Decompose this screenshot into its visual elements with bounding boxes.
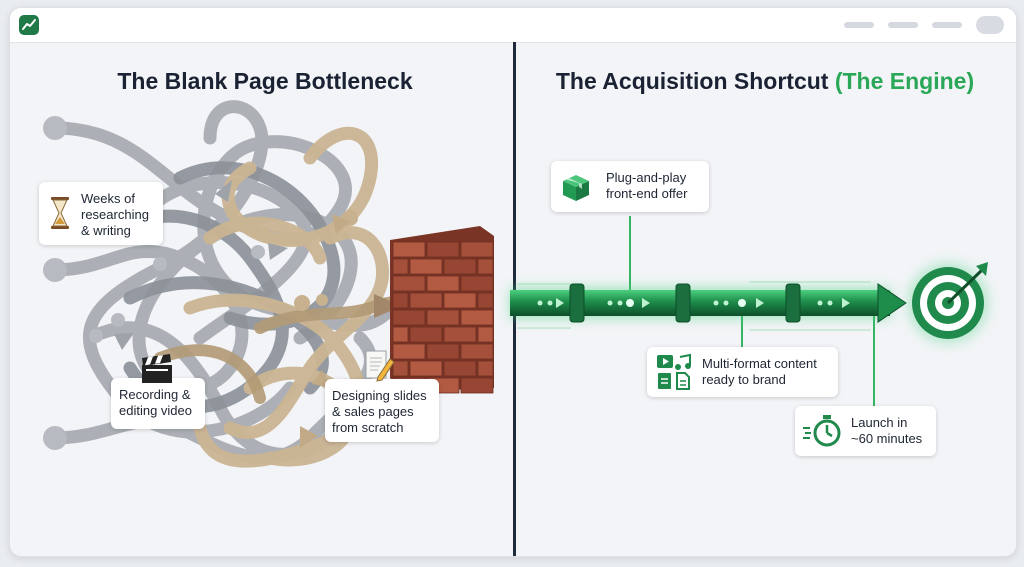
brick — [443, 258, 477, 275]
package-box-icon — [563, 175, 589, 201]
clapperboard-icon — [142, 354, 172, 383]
brick-wall-icon — [390, 226, 494, 394]
brick — [477, 326, 494, 343]
brick — [477, 292, 494, 309]
launch-label: Launch in ~60 minutes — [851, 415, 923, 446]
menu-placeholder-2[interactable] — [888, 22, 918, 28]
brick — [392, 258, 409, 275]
research-label: Weeks of researching & writing — [81, 191, 149, 238]
brick — [392, 275, 426, 292]
brick — [443, 360, 477, 377]
target-icon — [908, 262, 988, 343]
top-bar — [10, 8, 1016, 43]
brick — [460, 241, 494, 258]
media-files-icon — [657, 353, 691, 390]
brick — [409, 292, 443, 309]
offer-label: Plug-and-play front-end offer — [606, 170, 688, 201]
brick — [409, 326, 443, 343]
brick — [477, 360, 494, 377]
brick — [392, 360, 409, 377]
design-card: Designing slides & sales pages from scra… — [325, 379, 439, 442]
design-label: Designing slides & sales pages from scra… — [332, 388, 427, 435]
stopwatch-icon — [803, 415, 841, 447]
brick — [426, 309, 460, 326]
brick — [460, 309, 494, 326]
app-logo-icon[interactable] — [19, 15, 39, 35]
right-panel-title: The Acquisition Shortcut (The Engine) — [525, 68, 1005, 95]
brick — [426, 343, 460, 360]
brick — [409, 258, 443, 275]
brick — [426, 275, 460, 292]
right-title-accent: (The Engine) — [834, 68, 975, 94]
brick — [443, 326, 477, 343]
menu-placeholder-1[interactable] — [844, 22, 874, 28]
video-card: Recording & editing video — [111, 378, 205, 429]
brick — [392, 292, 409, 309]
brick — [443, 292, 477, 309]
brick — [392, 309, 426, 326]
launch-card: Launch in ~60 minutes — [795, 406, 936, 456]
diagram-canvas — [43, 100, 988, 468]
content-card: Multi-format content ready to brand — [647, 347, 838, 397]
content-label: Multi-format content ready to brand — [702, 356, 817, 387]
brick — [392, 343, 426, 360]
brick — [409, 360, 443, 377]
pipeline — [510, 283, 907, 323]
menu-placeholder-3[interactable] — [932, 22, 962, 28]
left-panel-title: The Blank Page Bottleneck — [117, 68, 413, 94]
brick — [460, 343, 494, 360]
document-pencil-icon — [365, 350, 395, 382]
brick — [426, 241, 460, 258]
brick — [477, 258, 494, 275]
brick — [392, 241, 426, 258]
brick — [460, 377, 494, 394]
offer-card: Plug-and-play front-end offer — [551, 161, 709, 212]
brick — [460, 275, 494, 292]
right-title-main: The Acquisition Shortcut — [555, 68, 829, 94]
app-window: The Blank Page Bottleneck The Acquisitio… — [9, 7, 1017, 557]
hourglass-icon — [51, 197, 69, 229]
video-label: Recording & editing video — [119, 387, 192, 418]
profile-toggle[interactable] — [976, 16, 1004, 34]
brick — [392, 326, 409, 343]
research-card: Weeks of researching & writing — [39, 182, 163, 245]
